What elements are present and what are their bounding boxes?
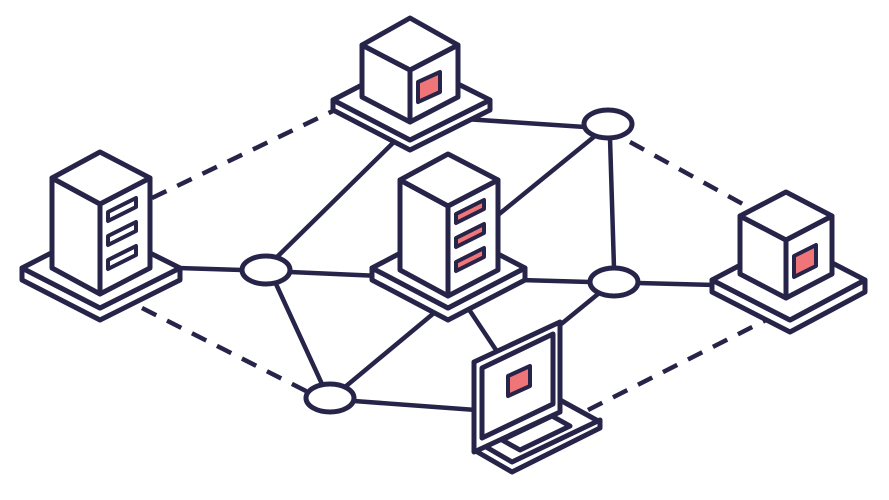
link-hub1-center bbox=[287, 269, 383, 279]
laptop-icon bbox=[471, 319, 603, 475]
dashed-link-hub2-right bbox=[628, 140, 752, 210]
link-hub2-center-tower bbox=[495, 133, 598, 218]
server-rack-icon bbox=[19, 149, 183, 323]
network-hub-icon bbox=[239, 253, 293, 287]
link-center-laptop bbox=[465, 305, 503, 359]
server-icon bbox=[709, 189, 868, 335]
dashed-link-left-hub4 bbox=[140, 305, 310, 395]
link-hub3-center bbox=[517, 277, 593, 285]
link-hub3-laptop bbox=[557, 291, 601, 328]
network-hub-icon bbox=[303, 381, 357, 415]
dashed-link-left-top bbox=[151, 107, 336, 201]
network-hub-icon bbox=[581, 107, 635, 141]
link-hub4-laptop bbox=[351, 398, 479, 413]
server-rack-icon bbox=[369, 151, 528, 323]
link-hub4-center bbox=[342, 305, 443, 390]
link-top-server-hub1 bbox=[273, 135, 401, 261]
link-left-tower-hub1 bbox=[175, 265, 245, 273]
connections bbox=[140, 107, 772, 413]
link-hub1-hub4 bbox=[273, 281, 325, 387]
dashed-link-laptop-right bbox=[586, 315, 772, 413]
link-hub2-hub3 bbox=[607, 135, 617, 271]
link-hub3-right-server bbox=[635, 280, 718, 288]
network-hub-icon bbox=[587, 265, 641, 299]
server-icon bbox=[330, 15, 493, 153]
